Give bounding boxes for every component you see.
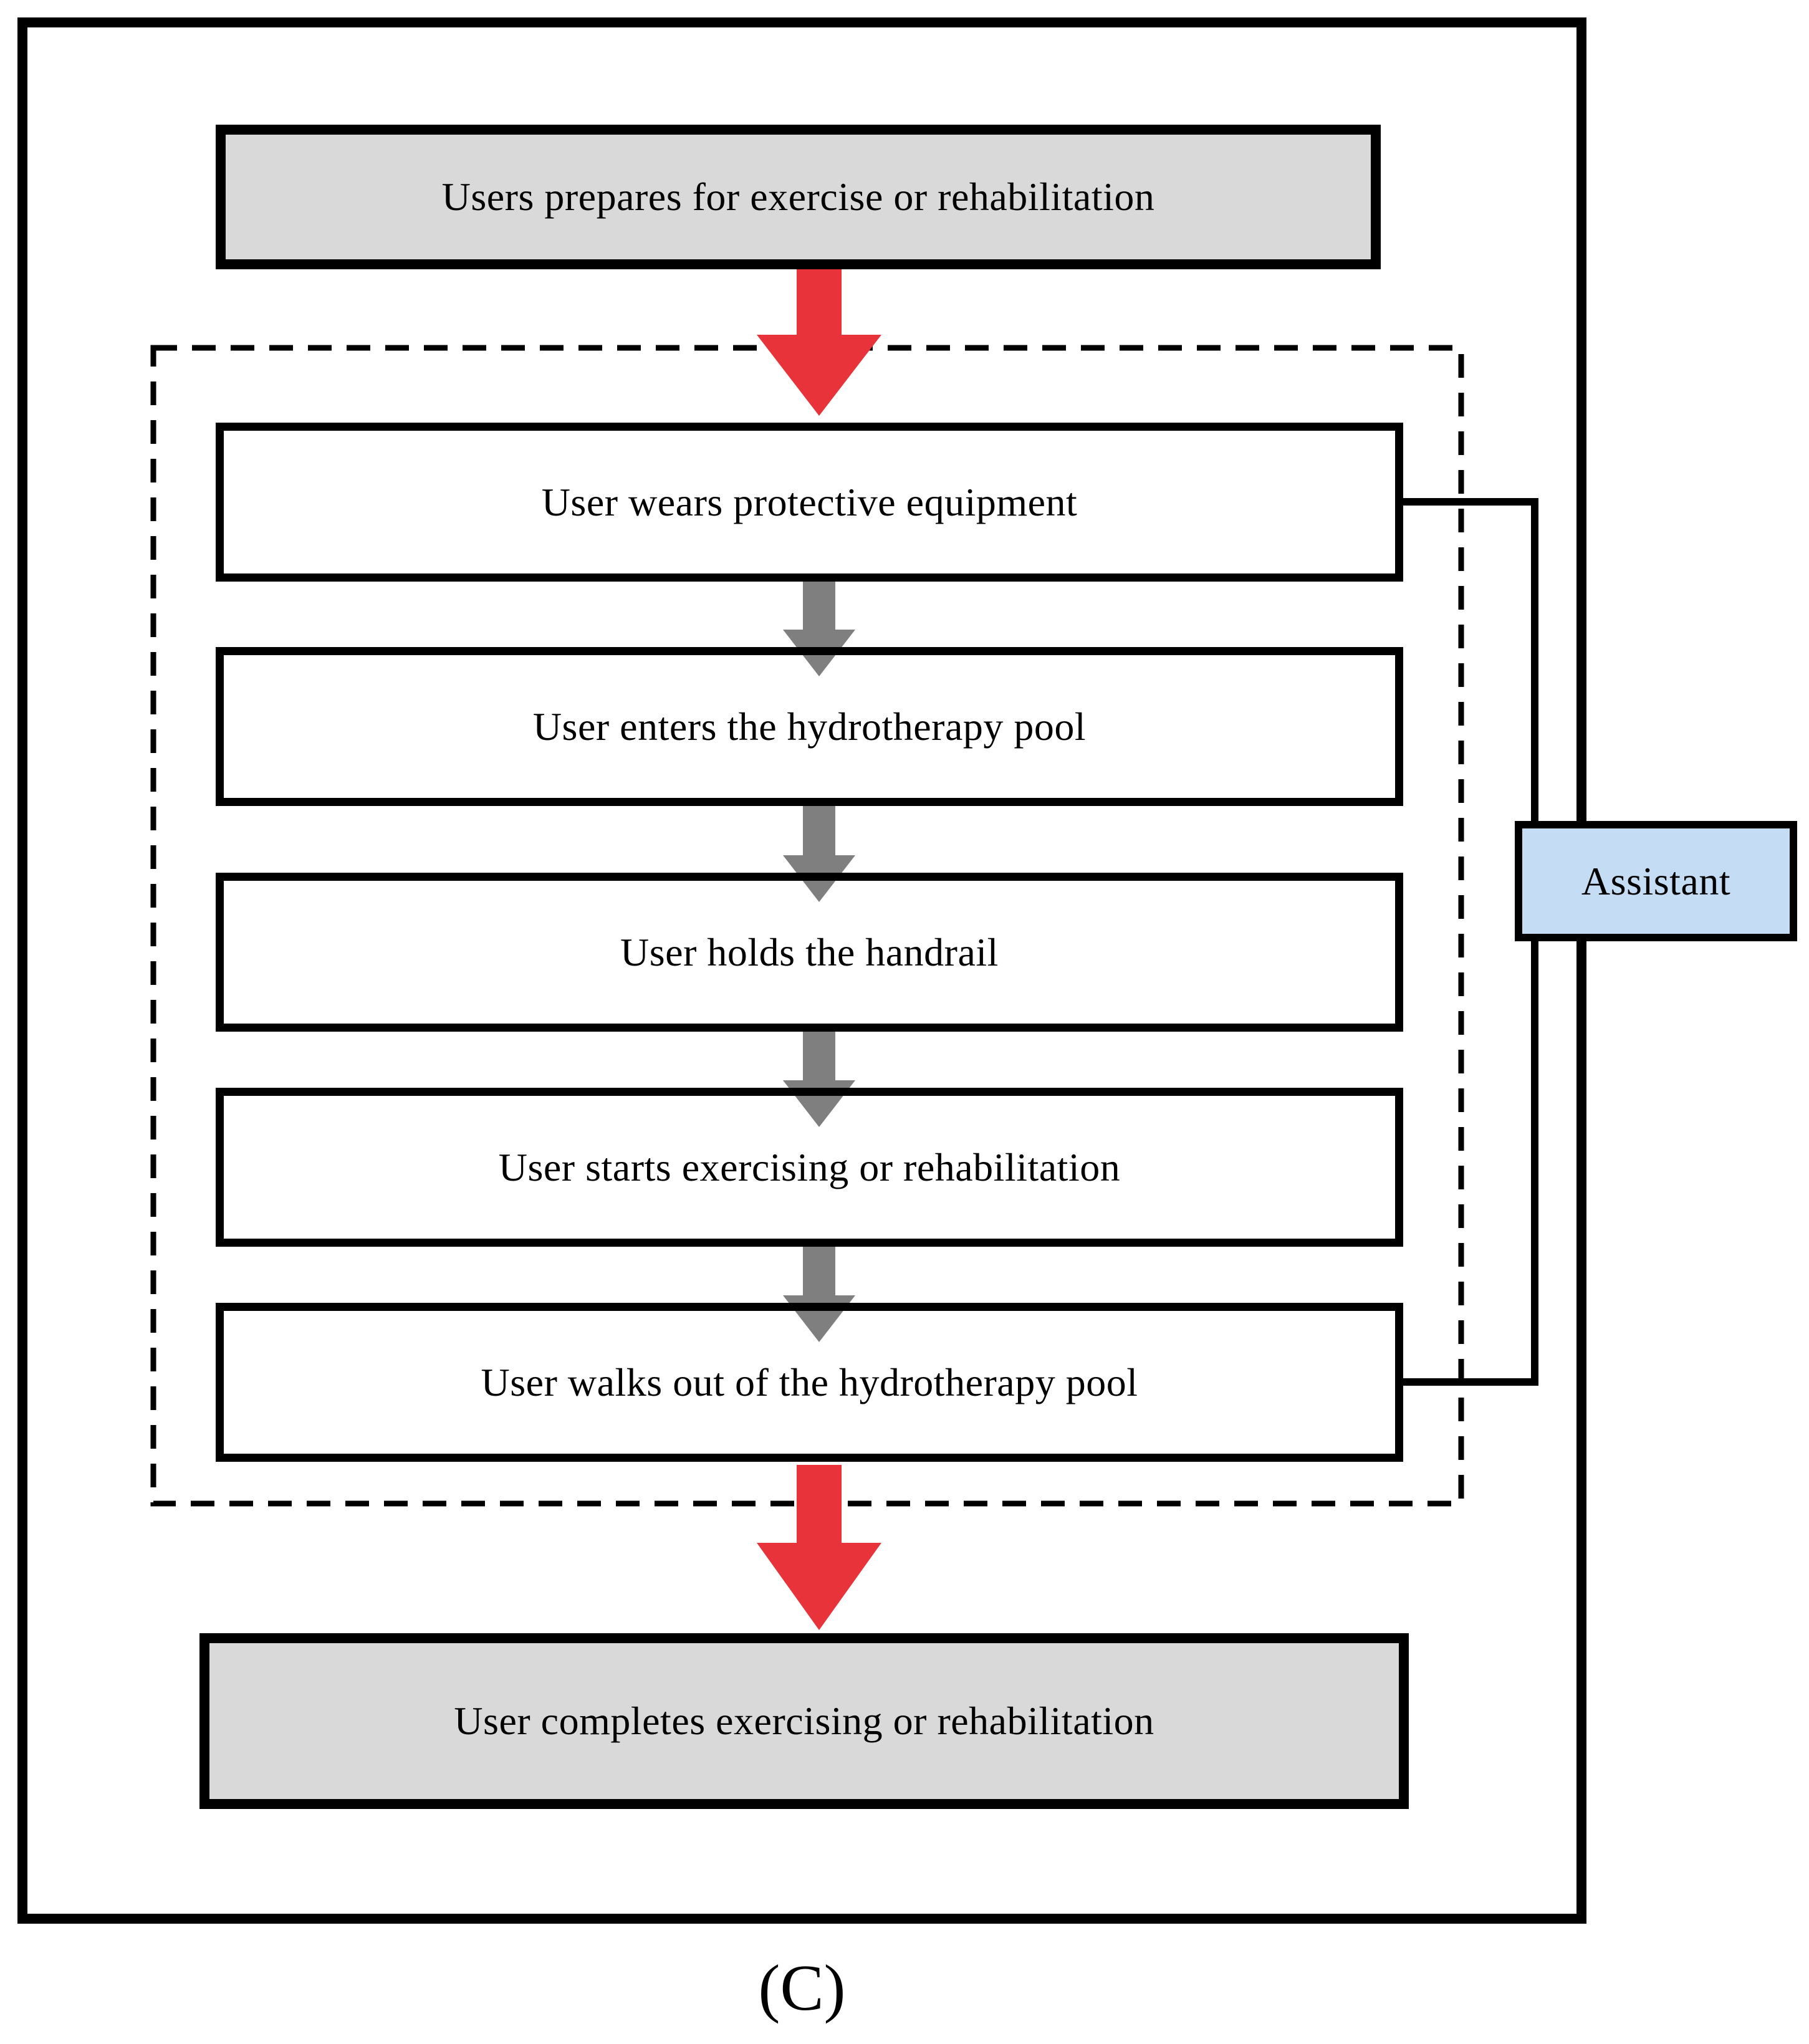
node-step-start-exercising: User starts exercising or rehabilitation [216,1088,1403,1247]
gray-down-arrow-4-icon [783,1242,855,1342]
connector-assistant-vertical [1531,498,1538,1386]
assisted-phase-dashed-region [150,345,1464,1507]
connector-step5-to-assistant [1403,1378,1538,1386]
step-label: User wears protective equipment [541,479,1078,524]
node-start: Users prepares for exercise or rehabilit… [216,125,1381,269]
gray-down-arrow-3-icon [783,1027,855,1127]
node-end-label: User completes exercising or rehabilitat… [454,1699,1154,1744]
node-step-wear-equipment: User wears protective equipment [216,423,1403,582]
figure-border-frame [17,17,1586,1924]
step-label: User walks out of the hydrotherapy pool [481,1360,1138,1404]
red-down-arrow-end-icon [757,1465,881,1630]
assistant-label: Assistant [1581,858,1731,903]
node-start-label: Users prepares for exercise or rehabilit… [441,175,1155,219]
node-step-walk-out: User walks out of the hydrotherapy pool [216,1303,1403,1462]
red-down-arrow-start-icon [757,269,881,416]
step-label: User holds the handrail [620,929,999,974]
node-step-hold-handrail: User holds the handrail [216,873,1403,1032]
step-label: User enters the hydrotherapy pool [532,704,1087,749]
dashed-boundary [150,345,1464,1507]
node-end: User completes exercising or rehabilitat… [199,1633,1409,1809]
step-label: User starts exercising or rehabilitation [498,1144,1121,1189]
node-assistant: Assistant [1515,821,1797,941]
connector-step1-to-assistant [1403,498,1538,506]
node-step-enter-pool: User enters the hydrotherapy pool [216,647,1403,806]
figure-caption: (C) [758,1951,846,2024]
